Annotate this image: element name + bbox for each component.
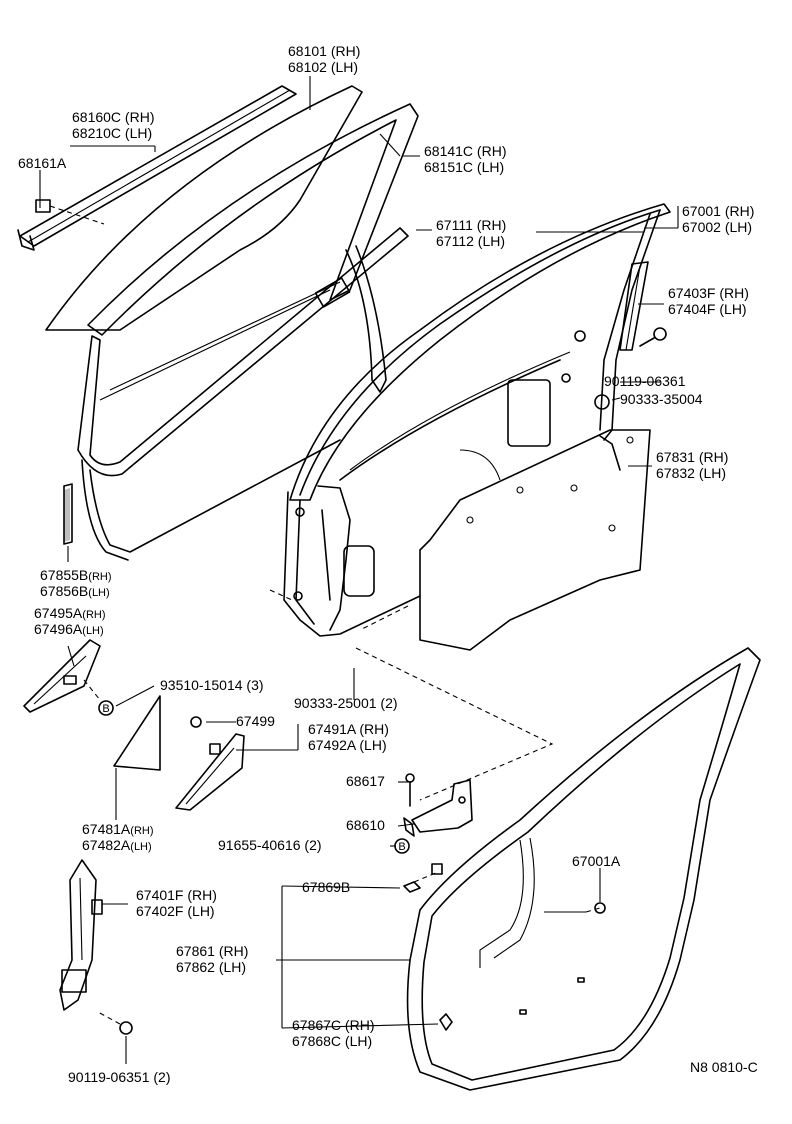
label-68610: 68610 [346,817,385,833]
clip-mark [519,1009,527,1015]
label-67402f: 67402F (LH) [136,903,215,919]
hinge-pin-part [405,773,415,807]
seal-strip-part [63,483,73,545]
inner-weatherstrip-part [77,227,409,561]
leader-lines [39,76,679,1064]
clip-67867-part [439,1013,453,1031]
hole-cover-part [419,429,651,651]
leader-dash-1 [83,679,101,701]
clip-68161-part [35,199,105,225]
label-67862: 67862 (LH) [176,959,246,975]
mirror-cover-part [113,695,161,771]
plug-90333-part [594,394,610,410]
label-68161a: 68161A [18,155,67,171]
label-67401f: 67401F (RH) [136,887,217,903]
opening-weatherstrip-part [406,647,761,1091]
label-67868c: 67868C (LH) [292,1033,372,1049]
clip-67001a-part [594,902,606,914]
label-68617: 68617 [346,773,385,789]
label-67111: 67111 (RH) [436,217,506,233]
label-67001a: 67001A [572,853,621,869]
label-68101: 68101 (RH) [288,43,360,59]
label-67831: 67831 (RH) [656,449,728,465]
label-68151c: 68151C (LH) [424,159,504,175]
leader-dashes [269,589,554,801]
label-67481a: 67481A(RH) [82,821,154,837]
label-67856b: 67856B(LH) [40,583,110,599]
door-glass-part [45,85,363,331]
mirror-base-part [175,733,245,811]
label-68141c: 68141C (RH) [424,143,506,159]
label-90119-06351: 90119-06351 (2) [68,1069,170,1085]
door-hinge-part [403,779,473,837]
label-68160c: 68160C (RH) [72,109,154,125]
label-67855b: 67855B(RH) [40,567,112,583]
corner-trim-part [23,639,101,713]
label-67496a: 67496A(LH) [34,621,104,637]
label-67495a: 67495A(RH) [34,605,106,621]
label-90333-25001: 90333-25001 (2) [294,695,398,711]
figure-code: N8 0810-C [690,1059,758,1075]
label-67832: 67832 (LH) [656,465,726,481]
label-91655: 91655-40616 (2) [218,837,322,853]
bolt-marker-letter: B [398,841,405,853]
bolt-marker-letter: B [102,703,109,715]
label-67482a: 67482A(LH) [82,837,152,853]
glass-run-part [87,103,419,336]
label-90119-06361: 90119-06361 [604,373,686,389]
clip-mark [577,977,585,983]
label-67492a: 67492A (LH) [308,737,387,753]
belt-moulding-part [17,85,297,251]
label-67499: 67499 [236,713,275,729]
label-68102: 68102 (LH) [288,59,358,75]
label-67404f: 67404F (LH) [668,301,747,317]
bolt-90119b-part [97,1011,133,1035]
bolt-marker-2: B [394,838,410,854]
bolt-marker-1: B [98,700,114,716]
part-labels: 68101 (RH) 68102 (LH) 68160C (RH) 68210C… [18,43,758,1085]
label-67867c: 67867C (RH) [292,1017,374,1033]
label-67491a: 67491A (RH) [308,721,389,737]
label-67403f: 67403F (RH) [668,285,749,301]
label-67112: 67112 (LH) [436,233,505,249]
label-67002: 67002 (LH) [682,219,752,235]
clip-67869-part [403,863,443,893]
frame-moulding-part [619,261,649,351]
label-93510: 93510-15014 (3) [160,677,264,693]
label-90333-35004: 90333-35004 [620,391,703,407]
screw-67499-part [190,716,202,728]
label-67861: 67861 (RH) [176,943,248,959]
label-67001: 67001 (RH) [682,203,754,219]
bolt-90119-part [639,327,667,347]
front-frame-part [59,859,103,1011]
label-68210c: 68210C (LH) [72,125,152,141]
label-67869b: 67869B [302,879,350,895]
